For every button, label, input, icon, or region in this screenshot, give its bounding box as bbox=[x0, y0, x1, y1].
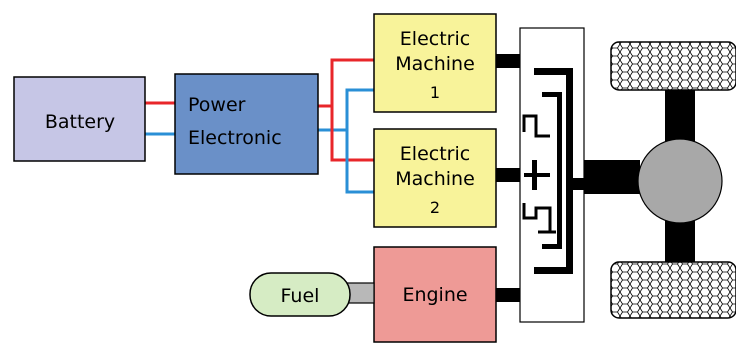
machine-wiring bbox=[318, 58, 374, 194]
electric-machine-2-number: 2 bbox=[430, 198, 440, 217]
battery-label: Battery bbox=[45, 111, 115, 133]
input-shafts bbox=[496, 54, 520, 302]
wheel-bottom bbox=[610, 261, 736, 319]
battery-block: Battery bbox=[13, 76, 146, 162]
axle-assembly bbox=[610, 41, 736, 319]
differential-hub bbox=[637, 138, 723, 224]
electric-machine-2-label-line1: Electric bbox=[400, 143, 470, 165]
wheel-top bbox=[610, 41, 736, 91]
power-electronic-label-line2: Electronic bbox=[188, 127, 282, 149]
power-electronic-label-line1: Power bbox=[188, 94, 246, 116]
electric-machine-2-label-line2: Machine bbox=[395, 168, 475, 190]
electric-machine-2-block: Electric Machine 2 bbox=[373, 128, 497, 228]
fuel-tank: Fuel bbox=[249, 272, 351, 317]
electric-machine-1-label-line2: Machine bbox=[395, 53, 475, 75]
electric-machine-1-block: Electric Machine 1 bbox=[373, 13, 497, 113]
power-electronic-block: Power Electronic bbox=[174, 73, 319, 175]
electric-machine-1-number: 1 bbox=[430, 83, 440, 102]
engine-label: Engine bbox=[402, 284, 467, 306]
battery-wiring bbox=[145, 101, 175, 136]
transmission bbox=[519, 27, 585, 323]
electric-machine-1-label-line1: Electric bbox=[400, 28, 470, 50]
fuel-label: Fuel bbox=[281, 285, 320, 307]
drive-shaft bbox=[584, 160, 640, 194]
engine-block: Engine bbox=[373, 246, 497, 343]
